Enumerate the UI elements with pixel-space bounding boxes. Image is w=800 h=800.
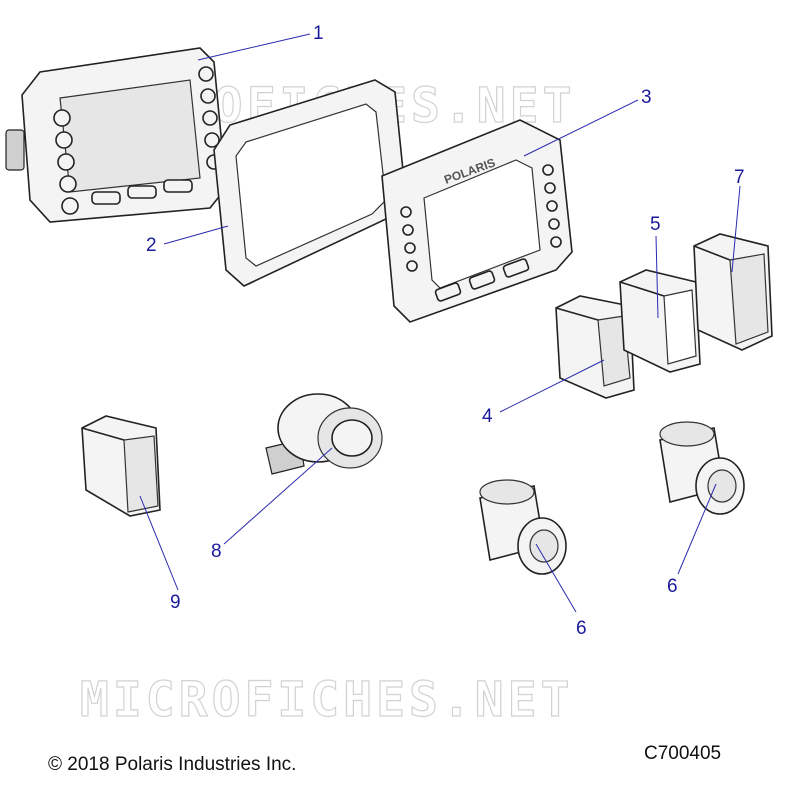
rocker-switch-5 bbox=[619, 269, 701, 373]
watermark-bottom: MICROFICHES.NET bbox=[80, 672, 573, 728]
bezel-bottom-buttons bbox=[434, 258, 530, 302]
callout-7: 7 bbox=[734, 167, 745, 188]
gasket-frame bbox=[213, 79, 407, 287]
rocker-switch-9 bbox=[81, 415, 161, 517]
rocker-switch-4 bbox=[555, 295, 635, 399]
copyright-text: © 2018 Polaris Industries Inc. bbox=[48, 754, 296, 775]
power-outlet-6-left bbox=[479, 479, 567, 575]
power-outlet-6-right bbox=[659, 421, 745, 515]
callout-4: 4 bbox=[482, 406, 493, 427]
bezel: POLARIS bbox=[381, 119, 573, 323]
bezel-right-buttons bbox=[542, 164, 562, 248]
bezel-left-buttons bbox=[400, 206, 418, 272]
leader-lines bbox=[139, 33, 741, 613]
callout-6-right: 6 bbox=[667, 576, 678, 597]
callout-8: 8 bbox=[211, 541, 222, 562]
ignition-switch bbox=[265, 393, 383, 475]
right-button-column bbox=[198, 66, 222, 170]
diagram-code: C700405 bbox=[644, 743, 721, 764]
bottom-button-row bbox=[91, 179, 193, 205]
callout-9: 9 bbox=[170, 592, 181, 613]
rocker-switch-7 bbox=[693, 233, 773, 351]
display-cluster bbox=[5, 47, 227, 223]
left-button-column bbox=[53, 109, 79, 215]
callout-5: 5 bbox=[650, 214, 661, 235]
callout-3: 3 bbox=[641, 87, 652, 108]
callout-labels: 1 2 3 4 5 6 6 7 8 9 bbox=[146, 23, 745, 639]
callout-6-left: 6 bbox=[576, 618, 587, 639]
callout-1: 1 bbox=[313, 23, 324, 44]
callout-2: 2 bbox=[146, 235, 157, 256]
